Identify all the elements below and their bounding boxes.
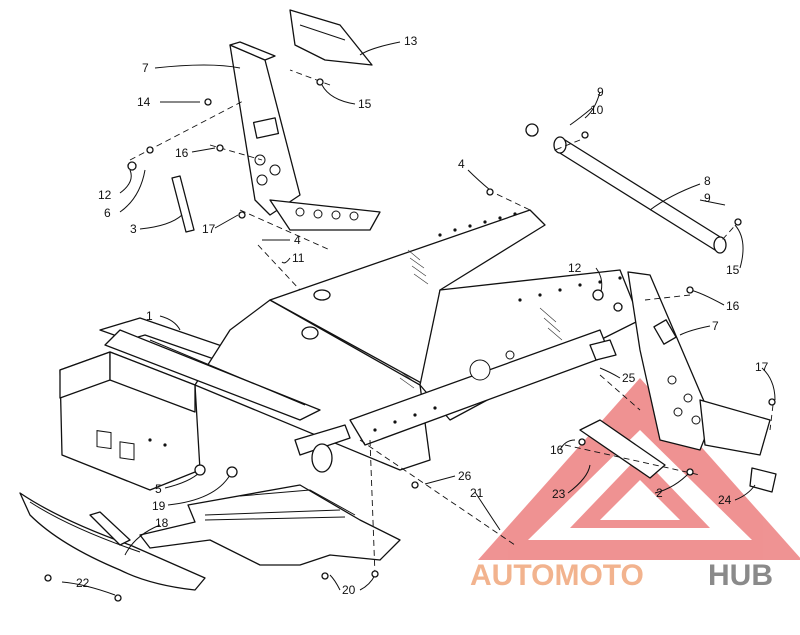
- callout-16-bottom: 16: [550, 443, 564, 457]
- support-rod: [171, 175, 195, 233]
- callout-4-left: 4: [294, 233, 301, 247]
- watermark-hub: HUB: [708, 559, 773, 592]
- top-cover: [289, 9, 373, 66]
- callout-26: 26: [458, 469, 472, 483]
- callout-12-right: 12: [568, 261, 582, 275]
- callout-2: 2: [656, 486, 663, 500]
- callout-15-top: 15: [358, 97, 372, 111]
- callout-20: 20: [342, 583, 356, 597]
- callout-7-right: 7: [712, 319, 719, 333]
- callout-7-left: 7: [142, 61, 149, 75]
- callout-24: 24: [718, 493, 732, 507]
- callout-11: 11: [292, 251, 305, 265]
- front-nose: [19, 492, 206, 591]
- callout-12-left: 12: [98, 188, 112, 202]
- main-chassis: [59, 209, 641, 491]
- callout-6: 6: [104, 206, 111, 220]
- callout-10: 10: [590, 103, 604, 117]
- callout-17-left: 17: [202, 222, 216, 236]
- watermark-automoto: AUTOMOTO: [470, 559, 644, 592]
- callout-8: 8: [704, 174, 711, 188]
- hardware: [44, 78, 776, 602]
- cross-shaft: [525, 123, 727, 254]
- callout-1: 1: [146, 309, 153, 323]
- callout-5: 5: [155, 482, 162, 496]
- callout-17-right: 17: [755, 360, 769, 374]
- callout-13: 13: [404, 34, 418, 48]
- callout-15-right: 15: [726, 263, 740, 277]
- callout-14: 14: [137, 95, 151, 109]
- callout-16-top: 16: [175, 146, 189, 160]
- callout-25: 25: [622, 371, 636, 385]
- right-steering-post: [627, 271, 771, 456]
- callout-22: 22: [76, 576, 90, 590]
- callout-21: 21: [470, 486, 484, 500]
- callout-9-right: 9: [704, 191, 711, 205]
- callout-9-top: 9: [597, 85, 604, 99]
- belly-pan: [139, 484, 401, 566]
- callout-19: 19: [152, 499, 166, 513]
- callout-23: 23: [552, 487, 566, 501]
- callout-3: 3: [130, 222, 137, 236]
- left-steering-post: [229, 41, 381, 231]
- callout-labels: 13 7 14 15 16 12 6 3 17 4 11 4 9 10 8 9 …: [76, 34, 769, 597]
- leader-lines: [61, 41, 776, 596]
- callout-4-top: 4: [458, 157, 465, 171]
- brackets: [579, 339, 777, 493]
- callout-16-right: 16: [726, 299, 740, 313]
- watermark-text: AUTOMOTO HUB: [470, 559, 773, 592]
- callout-18: 18: [155, 516, 169, 530]
